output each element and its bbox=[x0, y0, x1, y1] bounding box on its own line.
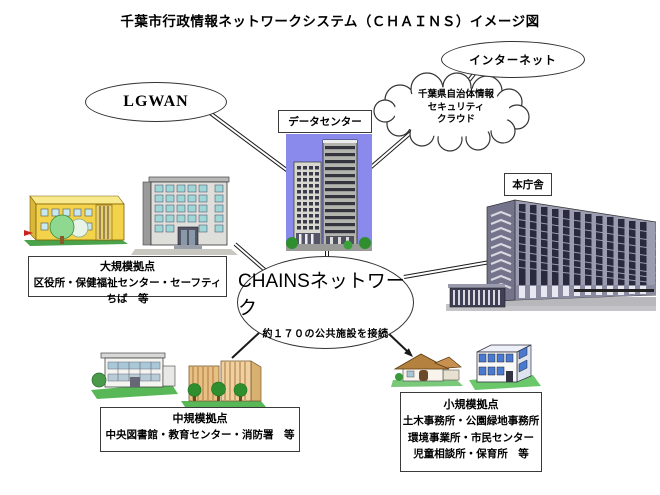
datacenter-building-illustration bbox=[286, 134, 372, 251]
large-sites-title: 大規模拠点 bbox=[100, 261, 155, 273]
large-sites-label-box: 大規模拠点 区役所・保健福祉センター・セーフティちば 等 bbox=[28, 256, 227, 305]
main-office-building-illustration bbox=[446, 199, 656, 311]
lgwan-node: LGWAN bbox=[85, 82, 227, 122]
security-cloud-line1: 千葉県自治体情報 bbox=[417, 89, 494, 100]
small-sites-desc2: 環境事業所・市民センター bbox=[408, 431, 534, 444]
library-building-illustration bbox=[91, 352, 178, 399]
arrowhead-icon bbox=[404, 348, 413, 357]
small-sites-desc3: 児童相談所・保育所 等 bbox=[413, 448, 529, 460]
lgwan-label: LGWAN bbox=[123, 93, 189, 110]
tan-building-illustration bbox=[181, 360, 266, 407]
diagram-title: 千葉市行政情報ネットワークシステム（ＣＨＡＩＮＳ）イメージ図 bbox=[120, 14, 540, 29]
chains-network-title: CHAINSネットワーク bbox=[238, 270, 405, 319]
datacenter-label: データセンター bbox=[278, 110, 372, 133]
link-chains-smallsites bbox=[387, 332, 413, 357]
small-sites-desc1: 土木事務所・公園緑地事務所 bbox=[402, 415, 540, 427]
link-chains-mainoffice bbox=[403, 259, 497, 279]
security-cloud-shape bbox=[373, 72, 530, 152]
blue-office-illustration bbox=[469, 344, 541, 390]
large-office-building-illustration bbox=[131, 176, 238, 255]
link-largesites-chains bbox=[233, 242, 268, 273]
internet-node: インターネット bbox=[441, 41, 585, 78]
link-lgwan-datacenter bbox=[204, 108, 294, 176]
link-cloud-datacenter bbox=[368, 128, 416, 170]
security-cloud-node: 千葉県自治体情報 セキュリティ クラウド bbox=[393, 89, 519, 127]
medium-sites-label-box: 中規模拠点 中央図書館・教育センター・消防署 等 bbox=[100, 407, 300, 452]
security-cloud-line3: クラウド bbox=[436, 114, 475, 125]
large-sites-desc: 区役所・保健福祉センター・セーフティちば 等 bbox=[33, 277, 222, 305]
ward-office-building-illustration bbox=[24, 195, 128, 246]
main-office-label-text: 本庁舎 bbox=[512, 179, 544, 191]
small-sites-title: 小規模拠点 bbox=[443, 399, 499, 411]
chains-network-caption: 約１７０の公共施設を接続 bbox=[262, 328, 389, 340]
chains-network-node: CHAINSネットワーク 約１７０の公共施設を接続 bbox=[237, 256, 414, 349]
small-sites-label-box: 小規模拠点 土木事務所・公園緑地事務所 環境事業所・市民センター 児童相談所・保… bbox=[400, 392, 542, 472]
medium-sites-desc: 中央図書館・教育センター・消防署 等 bbox=[105, 429, 295, 441]
security-cloud-line2: セキュリティ bbox=[427, 101, 485, 113]
link-chains-mediumsites bbox=[231, 331, 261, 359]
medium-sites-title: 中規模拠点 bbox=[172, 413, 228, 425]
house-illustration bbox=[391, 353, 463, 387]
datacenter-label-text: データセンター bbox=[288, 116, 362, 128]
main-office-label: 本庁舎 bbox=[504, 173, 552, 196]
internet-label: インターネット bbox=[469, 54, 557, 67]
